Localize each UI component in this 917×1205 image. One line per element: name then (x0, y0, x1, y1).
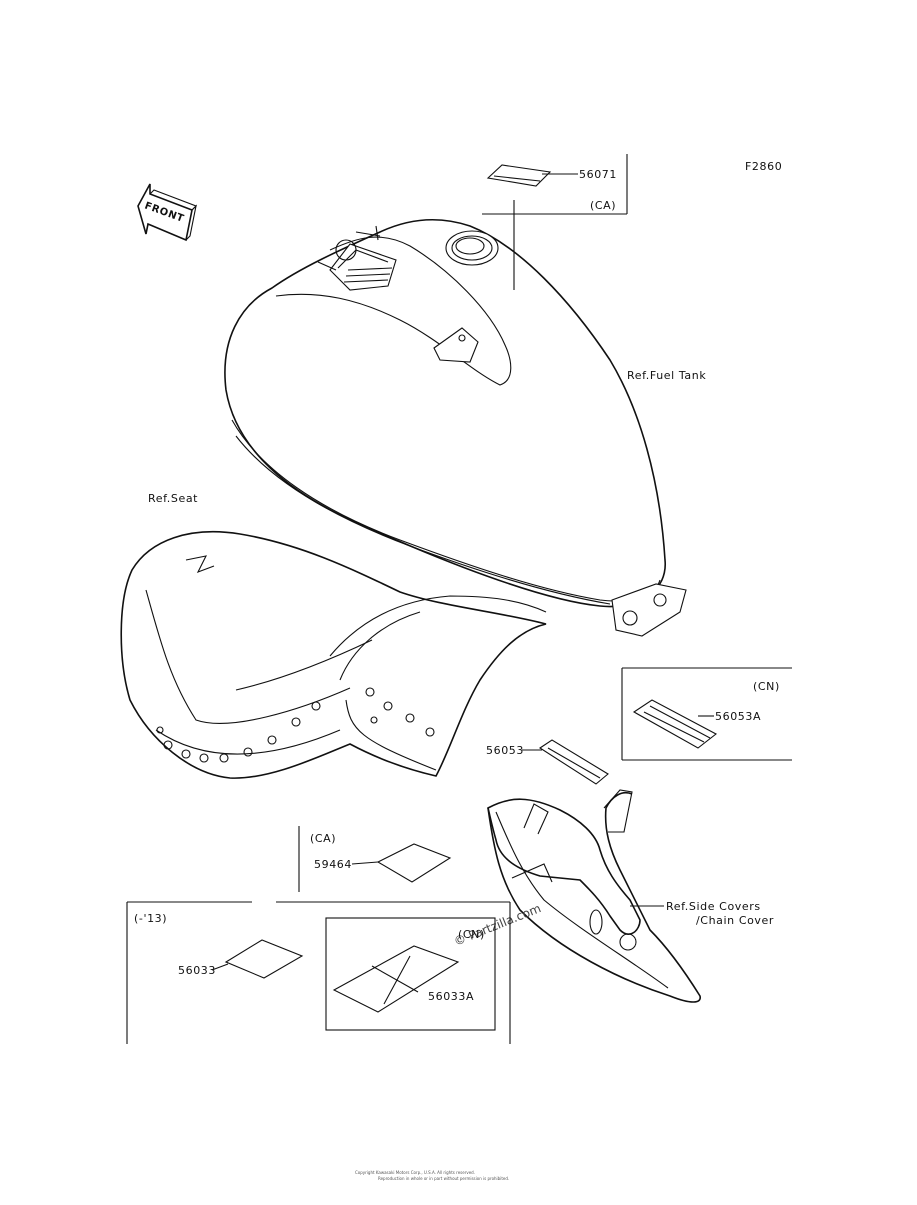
cn-box-inner (325, 917, 496, 1031)
part-56053A: 56053A (715, 710, 761, 723)
region-cn-inner: (CN) (458, 928, 485, 941)
model-range-box (126, 901, 511, 1044)
label-56053A (632, 699, 718, 749)
seat-studs (156, 687, 435, 763)
footer-line2: Reproduction in whole or in part without… (378, 1176, 509, 1181)
part-59464: 59464 (314, 858, 352, 871)
label-56033A (332, 945, 460, 1013)
ref-seat: Ref.Seat (148, 492, 198, 505)
part-56071: 56071 (579, 168, 617, 181)
ref-fuel-tank: Ref.Fuel Tank (627, 369, 706, 382)
region-model-range: (-'13) (134, 912, 167, 925)
region-cn-right: (CN) (753, 680, 780, 693)
leader-56033 (211, 963, 229, 971)
figure-code: F2860 (745, 160, 782, 173)
label-56033 (224, 939, 304, 979)
part-56033A: 56033A (428, 990, 474, 1003)
cn-box-right (621, 667, 792, 761)
ca-bracket-top (482, 154, 628, 290)
fuel-tank-outline (224, 218, 687, 637)
side-cover-outline (487, 789, 701, 1003)
part-56033: 56033 (178, 964, 216, 977)
part-56053: 56053 (486, 744, 524, 757)
ref-side-covers-line2: /Chain Cover (696, 914, 774, 927)
watermark: © Partzilla.com (452, 901, 543, 949)
ref-side-covers-line1: Ref.Side Covers (666, 900, 761, 913)
seat-outline (120, 531, 547, 779)
label-56053 (538, 739, 609, 785)
region-ca-top: (CA) (590, 199, 616, 212)
front-label: FRONT (143, 200, 186, 224)
leader-59464 (351, 861, 379, 865)
label-56071 (486, 164, 552, 187)
front-arrow-icon: FRONT (137, 183, 197, 242)
footer-line1: Copyright Kawasaki Motors Corp., U.S.A. … (355, 1170, 475, 1175)
label-59464 (376, 843, 452, 883)
region-ca-mid: (CA) (310, 832, 336, 845)
